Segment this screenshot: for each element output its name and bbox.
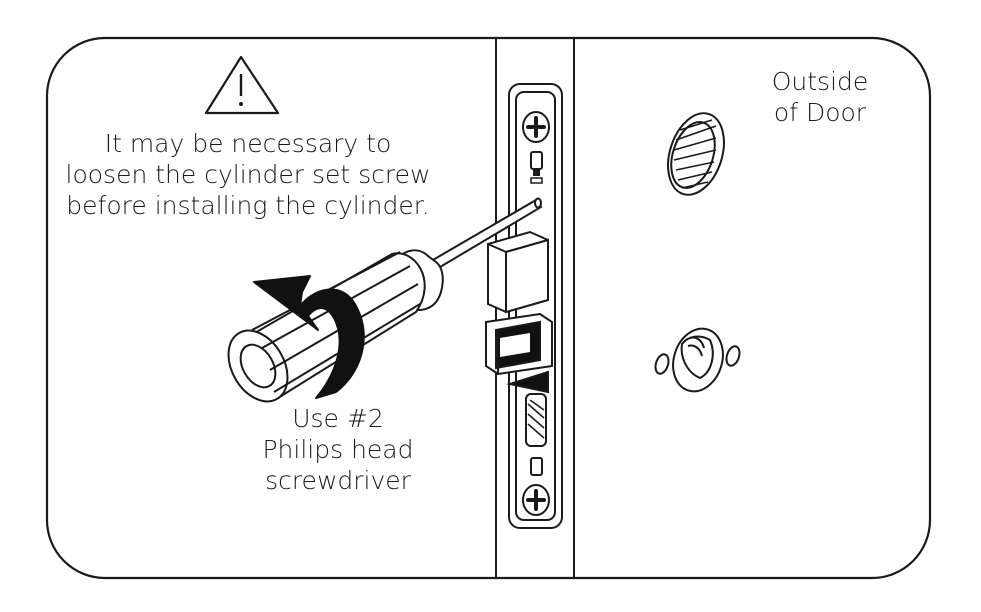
rotation-arrow-icon — [253, 275, 365, 399]
door-side-label: Outside of Door — [760, 66, 880, 128]
auxiliary-latch — [506, 370, 549, 394]
warning-text: It may be necessary to loosen the cylind… — [48, 128, 448, 221]
faceplate-screw-top-icon — [522, 111, 550, 184]
screwdriver-label-line-2: Philips head — [262, 435, 414, 464]
screwdriver-handle — [227, 249, 444, 403]
screwdriver-label: Use #2 Philips head screwdriver — [258, 403, 418, 496]
faceplate-screw-bottom-icon — [522, 393, 550, 516]
door-side-label-line-1: Outside — [771, 67, 869, 96]
warning-line-3: before installing the cylinder. — [66, 191, 430, 220]
lever-hub-icon — [654, 327, 741, 393]
deadbolt-block — [487, 230, 549, 314]
warning-triangle-icon — [204, 55, 280, 115]
door-side-label-line-2: of Door — [773, 98, 867, 127]
warning-line-1: It may be necessary to — [104, 129, 392, 158]
screwdriver-label-line-1: Use #2 — [292, 404, 384, 433]
screwdriver-label-line-3: screwdriver — [265, 466, 411, 495]
cylinder-hole-icon — [667, 112, 725, 196]
warning-line-2: loosen the cylinder set screw — [65, 160, 431, 189]
latch-bolt — [485, 312, 553, 376]
